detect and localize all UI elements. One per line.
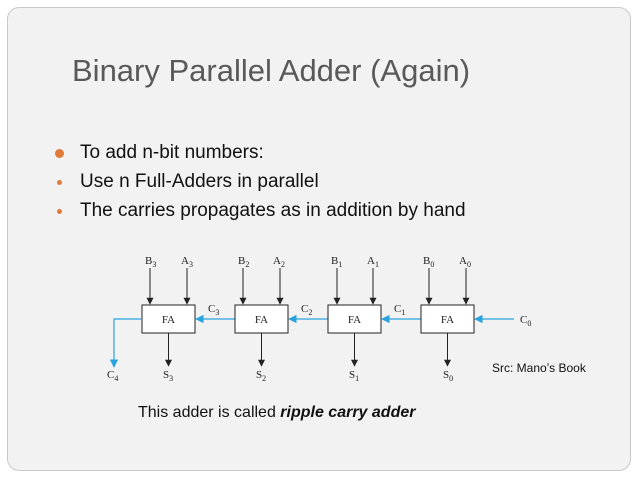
bullet-item: The carries propagates as in addition by… <box>52 196 466 225</box>
sum-label-s2: S2 <box>256 369 266 383</box>
carry-label-c3: C3 <box>208 303 219 317</box>
slide-frame <box>7 7 631 471</box>
bullet-list: To add n-bit numbers: Use n Full-Adders … <box>52 138 466 225</box>
input-label-b1: B1 <box>331 255 342 269</box>
bullet-dot-icon <box>55 148 64 158</box>
input-label-b0: B0 <box>423 255 434 269</box>
fa-label: FA <box>441 314 454 326</box>
sum-label-s1: S1 <box>349 369 359 383</box>
carry-label-c2: C2 <box>301 303 312 317</box>
bullet-dot-icon <box>57 179 62 185</box>
fa-label: FA <box>162 314 175 326</box>
input-label-b2: B2 <box>238 255 249 269</box>
input-label-a1: A1 <box>367 255 379 269</box>
full-adder-1: FA B1 A1 S1 <box>327 255 382 383</box>
full-adder-2: FA B2 A2 S2 <box>234 255 289 383</box>
bullet-item: To add n-bit numbers: <box>52 138 466 167</box>
caption-emphasis: ripple carry adder <box>280 404 416 421</box>
sum-label-s3: S3 <box>163 369 173 383</box>
fa-box <box>234 304 289 334</box>
slide-title: Binary Parallel Adder (Again) <box>72 53 471 88</box>
caption-prefix: This adder is called <box>138 404 281 421</box>
fa-label: FA <box>348 314 361 326</box>
input-label-a0: A0 <box>459 255 471 269</box>
input-label-b3: B3 <box>145 255 156 269</box>
bullet-text: Use n Full-Adders in parallel <box>80 171 319 192</box>
diagram-caption: This adder is called ripple carry adder <box>138 404 415 422</box>
input-label-a3: A3 <box>181 255 193 269</box>
carry-label-c1: C1 <box>394 303 405 317</box>
bullet-text: To add n-bit numbers: <box>80 142 264 163</box>
full-adder-0: FA B0 A0 S0 <box>420 255 475 383</box>
input-label-a2: A2 <box>273 255 285 269</box>
bullet-item: Use n Full-Adders in parallel <box>52 167 466 196</box>
carry-in-label: C0 <box>520 314 531 328</box>
carry-out-label: C4 <box>107 369 118 383</box>
carry-out-wire <box>109 318 141 368</box>
bullet-dot-icon <box>57 208 62 214</box>
bullet-text: The carries propagates as in addition by… <box>80 200 466 221</box>
sum-label-s0: S0 <box>443 369 453 383</box>
fa-label: FA <box>255 314 268 326</box>
source-note: Src: Mano’s Book <box>492 361 586 375</box>
full-adder-3: FA B3 A3 S3 <box>141 255 196 383</box>
